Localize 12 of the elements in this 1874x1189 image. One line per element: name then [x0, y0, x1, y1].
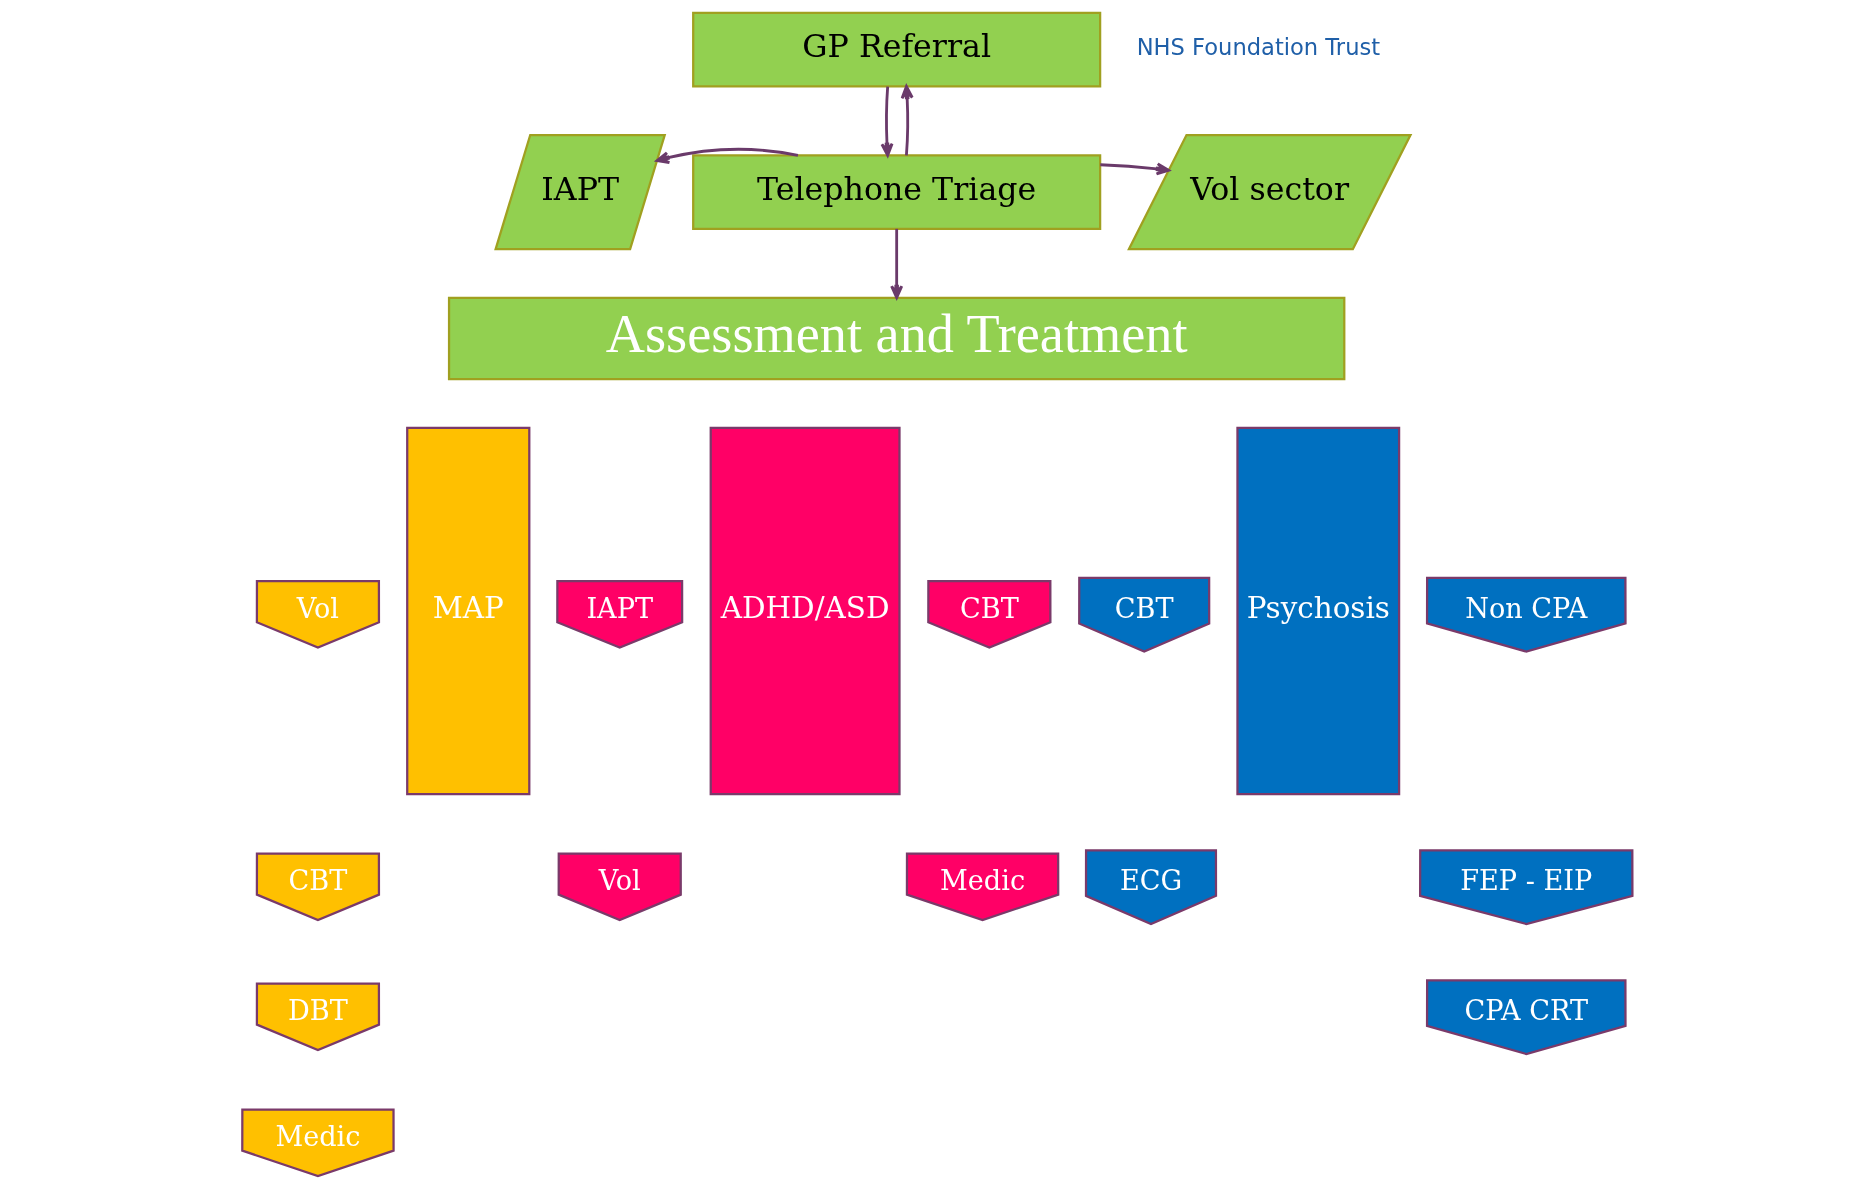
arrow — [655, 147, 798, 165]
arrow — [889, 228, 903, 299]
arrow — [880, 86, 893, 157]
label: NHS Foundation Trust — [1136, 34, 1380, 61]
arrow — [900, 85, 914, 156]
arrow — [1099, 162, 1170, 176]
node-box: ADHD/ASD — [709, 426, 901, 796]
node-box: Assessment and Treatment — [447, 296, 1345, 381]
node-box: Psychosis — [1235, 426, 1400, 796]
node-box: GP Referral — [691, 11, 1101, 88]
node-box: MAP — [405, 426, 530, 796]
node-box: Telephone Triage — [691, 154, 1101, 230]
